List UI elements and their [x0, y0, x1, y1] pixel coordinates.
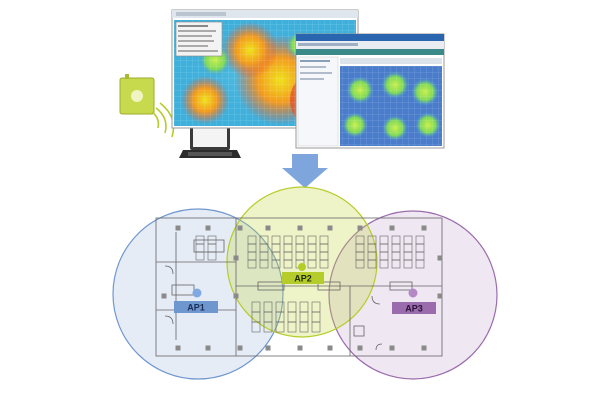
coverage-screenshot	[295, 33, 445, 149]
ap1-label: AP1	[187, 303, 205, 313]
column-markers	[161, 225, 443, 351]
column-marker	[389, 345, 395, 351]
ap2-coverage-circle	[226, 186, 378, 338]
wireless-sensor-icon	[119, 74, 175, 138]
desk	[415, 259, 425, 269]
down-arrow-icon	[282, 154, 328, 188]
laptop-icon	[179, 122, 241, 158]
column-marker	[237, 345, 243, 351]
ap1-marker: AP1	[174, 288, 218, 313]
column-marker	[265, 225, 271, 231]
desk	[271, 259, 281, 269]
column-marker	[389, 225, 395, 231]
desk	[403, 259, 413, 269]
column-marker	[205, 345, 211, 351]
column-marker	[233, 293, 239, 299]
desk	[275, 321, 285, 333]
column-marker	[205, 225, 211, 231]
desk	[207, 251, 217, 261]
column-marker	[437, 255, 443, 261]
desk	[307, 259, 317, 269]
ap3-label: AP3	[405, 304, 423, 314]
desk	[283, 259, 293, 269]
desk	[259, 259, 269, 269]
column-marker	[237, 225, 243, 231]
column-marker	[327, 225, 333, 231]
column-marker	[175, 345, 181, 351]
desk	[319, 259, 329, 269]
ap2-marker: AP2	[282, 263, 324, 284]
desk	[391, 259, 401, 269]
desk	[355, 259, 365, 269]
desk	[287, 321, 297, 333]
column-marker	[357, 345, 363, 351]
column-marker	[233, 255, 239, 261]
desk	[311, 321, 321, 333]
column-marker	[327, 345, 333, 351]
column-marker	[421, 225, 427, 231]
column-marker	[437, 293, 443, 299]
ap3-marker: AP3	[392, 288, 436, 314]
workstation-grid	[195, 235, 425, 333]
column-marker	[265, 345, 271, 351]
desk	[195, 251, 205, 261]
desk	[251, 321, 261, 333]
column-marker	[297, 225, 303, 231]
column-marker	[297, 345, 303, 351]
desk	[379, 259, 389, 269]
column-marker	[421, 345, 427, 351]
ap2-label: AP2	[294, 274, 312, 284]
desk	[247, 259, 257, 269]
desk	[367, 259, 377, 269]
desk	[263, 321, 273, 333]
column-marker	[357, 225, 363, 231]
column-marker	[161, 293, 167, 299]
column-marker	[175, 225, 181, 231]
desk	[299, 321, 309, 333]
